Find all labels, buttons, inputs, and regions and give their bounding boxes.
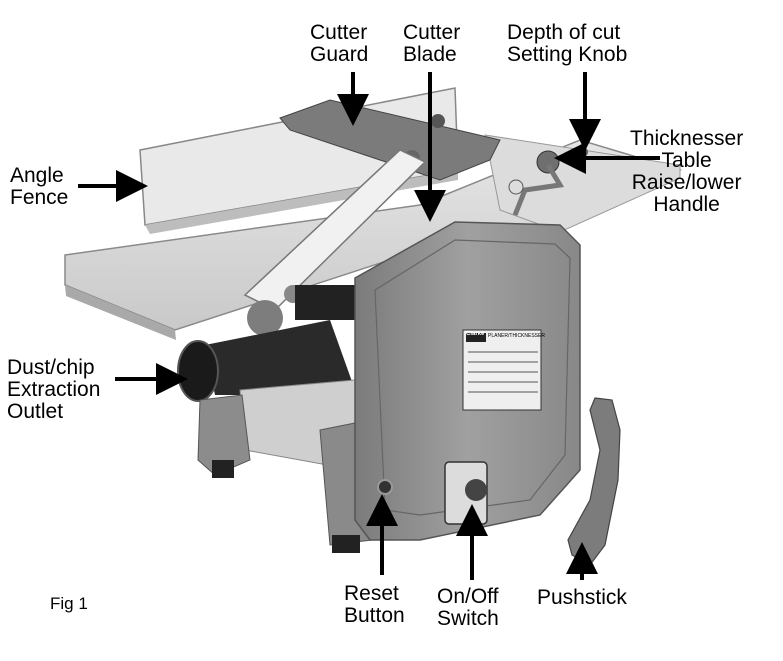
label-thicknesser-handle: Thicknesser Table Raise/lower Handle: [630, 127, 744, 216]
figure-caption: Fig 1: [50, 594, 88, 613]
label-reset-button: Reset Button: [344, 582, 405, 627]
label-onoff-switch: On/Off Switch: [437, 585, 499, 630]
label-angle-fence: Angle Fence: [10, 164, 69, 209]
nameplate-title: PLANER/THICKNESSER: [488, 333, 545, 339]
depth-knob-and-handle: [508, 147, 588, 216]
machine-base: [197, 379, 373, 553]
label-extraction-outlet: Dust/chip Extraction Outlet: [7, 356, 101, 423]
label-cutter-blade: Cutter Blade: [403, 21, 461, 66]
label-cutter-guard: Cutter Guard: [310, 21, 369, 66]
motor-housing: [354, 221, 581, 541]
extraction-outlet-shape: [177, 285, 355, 402]
label-pushstick: Pushstick: [537, 586, 627, 609]
label-depth-knob: Depth of cut Setting Knob: [507, 21, 628, 66]
nameplate-brand: Clarke: [466, 331, 485, 337]
callout-arrows: [78, 72, 660, 580]
